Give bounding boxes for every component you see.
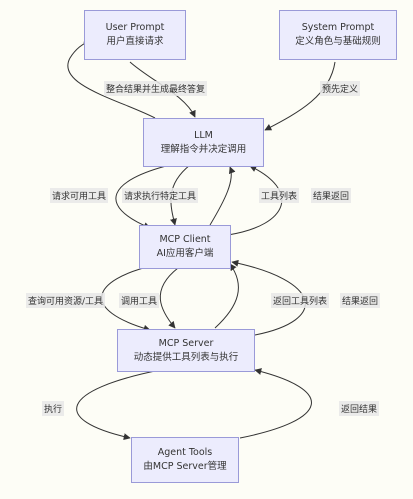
node-user-prompt-title: User Prompt [105, 22, 165, 33]
edge-label-server-to-client-result: 结果返回 [340, 293, 381, 308]
node-system-prompt: System Prompt 定义角色与基础规则 [279, 10, 397, 60]
node-agent-tools-title: Agent Tools [157, 447, 213, 458]
edge-label-llm-to-user: 整合结果并生成最终答复 [104, 81, 208, 96]
edge-llm-to-client-query [115, 164, 171, 229]
node-llm-title: LLM [194, 129, 213, 141]
node-mcp-server-subtitle: 动态提供工具列表与执行 [133, 351, 239, 363]
node-mcp-client-subtitle: AI应用客户端 [156, 248, 214, 259]
node-llm-subtitle: 理解指令并决定调用 [160, 143, 247, 155]
edge-label-server-to-client-tools: 返回工具列表 [271, 293, 330, 308]
edge-label-server-to-tools: 执行 [42, 401, 65, 416]
edge-client-to-llm-tools [209, 166, 236, 226]
edge-label-client-to-server-query: 查询可用资源/工具 [26, 293, 106, 308]
edge-server-to-client-tools [214, 263, 239, 329]
edge-client-to-server-call [159, 267, 179, 329]
node-mcp-client-title: MCP Client [159, 234, 211, 245]
edge-label-client-to-server-call: 调用工具 [119, 293, 160, 308]
edge-tools-to-server [239, 368, 312, 439]
node-system-prompt-subtitle: 定义角色与基础规则 [295, 36, 381, 47]
edge-label-client-to-llm-result: 结果返回 [311, 188, 352, 203]
edge-label-client-to-llm-tools: 工具列表 [259, 188, 300, 203]
edge-client-to-llm-result [227, 165, 283, 236]
node-system-prompt-title: System Prompt [301, 22, 375, 33]
node-user-prompt: User Prompt 用户直接请求 [84, 10, 186, 60]
node-llm: LLM 理解指令并决定调用 [143, 118, 264, 167]
node-mcp-server: MCP Server 动态提供工具列表与执行 [117, 329, 255, 372]
node-agent-tools-subtitle: 由MCP Server管理 [143, 461, 227, 472]
edge-label-tools-to-server: 返回结果 [339, 401, 380, 416]
edge-server-to-tools [76, 369, 161, 441]
node-user-prompt-subtitle: 用户直接请求 [106, 36, 164, 47]
edge-label-llm-to-client-query: 请求可用工具 [50, 188, 109, 203]
node-mcp-client: MCP Client AI应用客户端 [139, 225, 231, 269]
edge-label-llm-to-client-exec: 请求执行特定工具 [122, 188, 199, 203]
node-agent-tools: Agent Tools 由MCP Server管理 [131, 437, 239, 483]
edge-label-system-to-llm: 预先定义 [320, 81, 361, 96]
edge-system-to-llm [264, 61, 336, 131]
node-mcp-server-title: MCP Server [158, 337, 214, 349]
